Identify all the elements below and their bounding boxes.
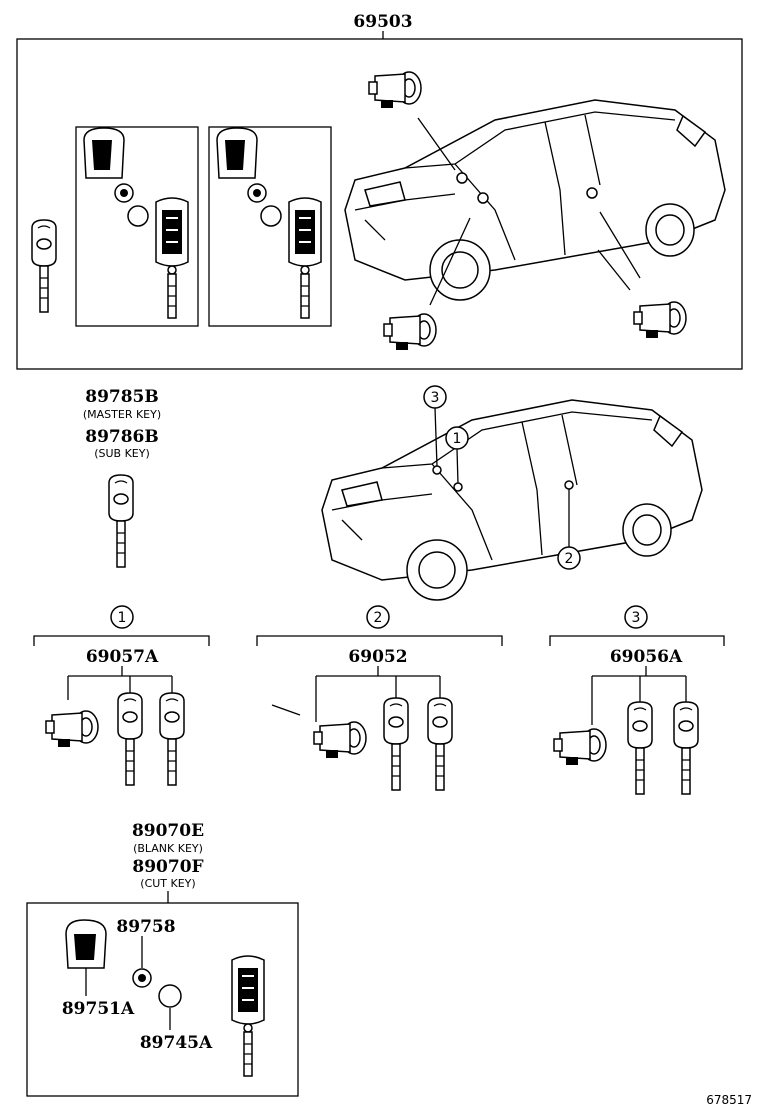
- transmitter-cover-part: 89751A: [62, 999, 135, 1019]
- battery-part: 89745A: [140, 1033, 213, 1053]
- seal-part: 89758: [116, 917, 175, 937]
- car-illustration-locations: [321, 399, 703, 601]
- group-3-key-icon: [627, 701, 653, 795]
- hood-cylinder-icon: [368, 71, 422, 109]
- master-sub-key-icon: [108, 474, 134, 568]
- master-key-note: (MASTER KEY): [83, 408, 161, 421]
- car-illustration-top: [344, 99, 726, 301]
- master-key-part: 89785B: [85, 387, 159, 407]
- blank-key-note: (BLANK KEY): [133, 842, 203, 855]
- location-ref-2: 2: [565, 551, 574, 567]
- group-1-key-icon: [159, 692, 185, 786]
- group-1-bracket: [33, 635, 210, 646]
- assembly-key-icon: [31, 219, 57, 313]
- group-3-bracket: [549, 635, 725, 646]
- group-2-ref-circle: [366, 605, 390, 629]
- location-ref-3: 3: [431, 390, 440, 406]
- group-2-bracket: [256, 635, 503, 646]
- ignition-cylinder-icon: [383, 313, 437, 351]
- transmitter-frame: [26, 902, 299, 1097]
- blank-key-part: 89070E: [132, 821, 204, 841]
- group-3-ref: 3: [632, 610, 641, 626]
- group-1-part: 69057A: [86, 647, 159, 667]
- group-2-part: 69052: [348, 647, 407, 667]
- transmitter-set-2-frame: [208, 126, 332, 327]
- group-1-cylinder-icon: [45, 710, 99, 748]
- group-1-ref: 1: [118, 610, 127, 626]
- battery-icon: [127, 205, 149, 227]
- group-3-part: 69056A: [610, 647, 683, 667]
- group-1-key-icon: [117, 692, 143, 786]
- battery-icon: [260, 205, 282, 227]
- battery-icon: [158, 984, 182, 1008]
- group-2-key-icon: [427, 697, 453, 791]
- group-2-cylinder-icon: [313, 721, 367, 759]
- sub-key-note: (SUB KEY): [94, 447, 150, 460]
- cut-key-note: (CUT KEY): [140, 877, 195, 890]
- group-2-ref: 2: [374, 610, 383, 626]
- assembly-label: 69503: [353, 12, 412, 32]
- group-3-key-icon: [673, 701, 699, 795]
- group-2-key-icon: [383, 697, 409, 791]
- group-3-ref-circle: [624, 605, 648, 629]
- fob-key-icon: [288, 197, 322, 319]
- assembly-frame: [16, 38, 743, 370]
- group-1-ref-circle: [110, 605, 134, 629]
- group-3-cylinder-icon: [553, 728, 607, 766]
- door-cylinder-icon: [633, 301, 687, 339]
- location-ref-1: 1: [453, 431, 462, 447]
- location-ref-2-circle: [557, 546, 581, 570]
- sub-key-part: 89786B: [85, 427, 159, 447]
- fob-key-icon: [231, 955, 265, 1077]
- fob-key-icon: [155, 197, 189, 319]
- cut-key-part: 89070F: [132, 857, 203, 877]
- transmitter-set-1-frame: [75, 126, 199, 327]
- diagram-id: 678517: [706, 1093, 752, 1107]
